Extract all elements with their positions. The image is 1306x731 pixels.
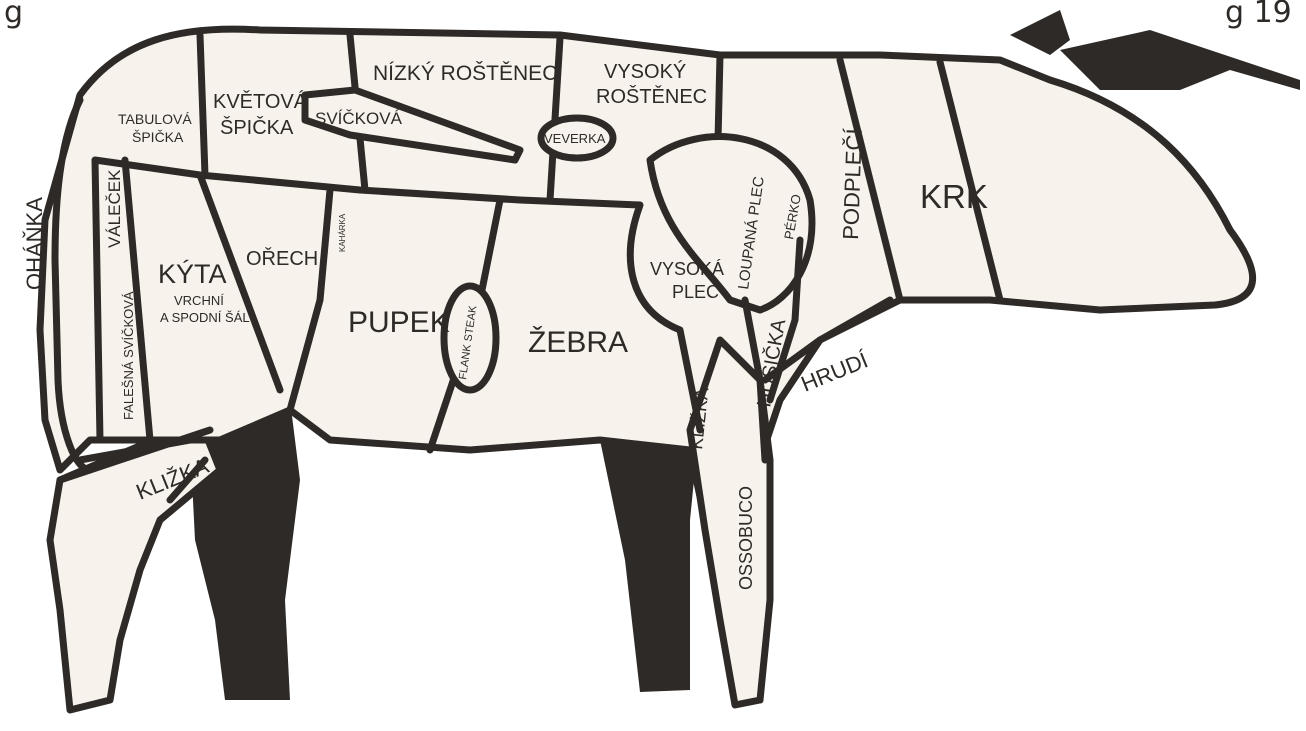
label-kvetova-1: KVĚTOVÁ xyxy=(213,90,308,113)
label-ossobuco: OSSOBUCO xyxy=(736,486,756,590)
label-krk: KRK xyxy=(920,178,988,215)
label-falesna-svickova: FALEŠNÁ SVÍČKOVÁ xyxy=(121,291,136,420)
label-tabulova-2: ŠPIČKA xyxy=(132,129,184,145)
label-vrchni-1: VRCHNÍ xyxy=(174,293,224,308)
label-ohanka: OHÁŇKA xyxy=(22,197,47,290)
label-vysoka-plec-2: PLEC xyxy=(672,282,719,302)
label-vysoka-plec-1: VYSOKÁ xyxy=(650,259,724,279)
label-kyta: KÝTA xyxy=(158,259,227,289)
label-tabulova-1: TABULOVÁ xyxy=(118,111,192,127)
label-svickova: SVÍČKOVÁ xyxy=(315,109,403,128)
label-valecek: VÁLEČEK xyxy=(105,169,124,248)
label-nizky-rostenec: NÍZKÝ ROŠTĚNEC xyxy=(373,62,557,85)
ear-icon xyxy=(1010,10,1070,55)
label-kvetova-2: ŠPIČKA xyxy=(220,116,294,139)
label-podpleci: PODPLEČÍ xyxy=(838,127,867,240)
label-vrchni-2: A SPODNÍ ŠÁL xyxy=(160,310,250,325)
front-leg-dark xyxy=(600,420,700,692)
label-vysoky-2: ROŠTĚNEC xyxy=(596,85,707,108)
label-orech: OŘECH xyxy=(246,247,318,270)
label-pupek: PUPEK xyxy=(348,306,450,339)
label-zebra: ŽEBRA xyxy=(528,326,628,359)
label-veverka: VEVERKA xyxy=(544,131,606,146)
horn-icon xyxy=(1060,30,1300,90)
corner-text-left: g xyxy=(4,0,23,30)
label-vysoky-1: VYSOKÝ xyxy=(604,60,686,83)
corner-text-right: g 19 xyxy=(1225,0,1292,30)
label-kaharka: KAHÁRKA xyxy=(338,213,347,252)
